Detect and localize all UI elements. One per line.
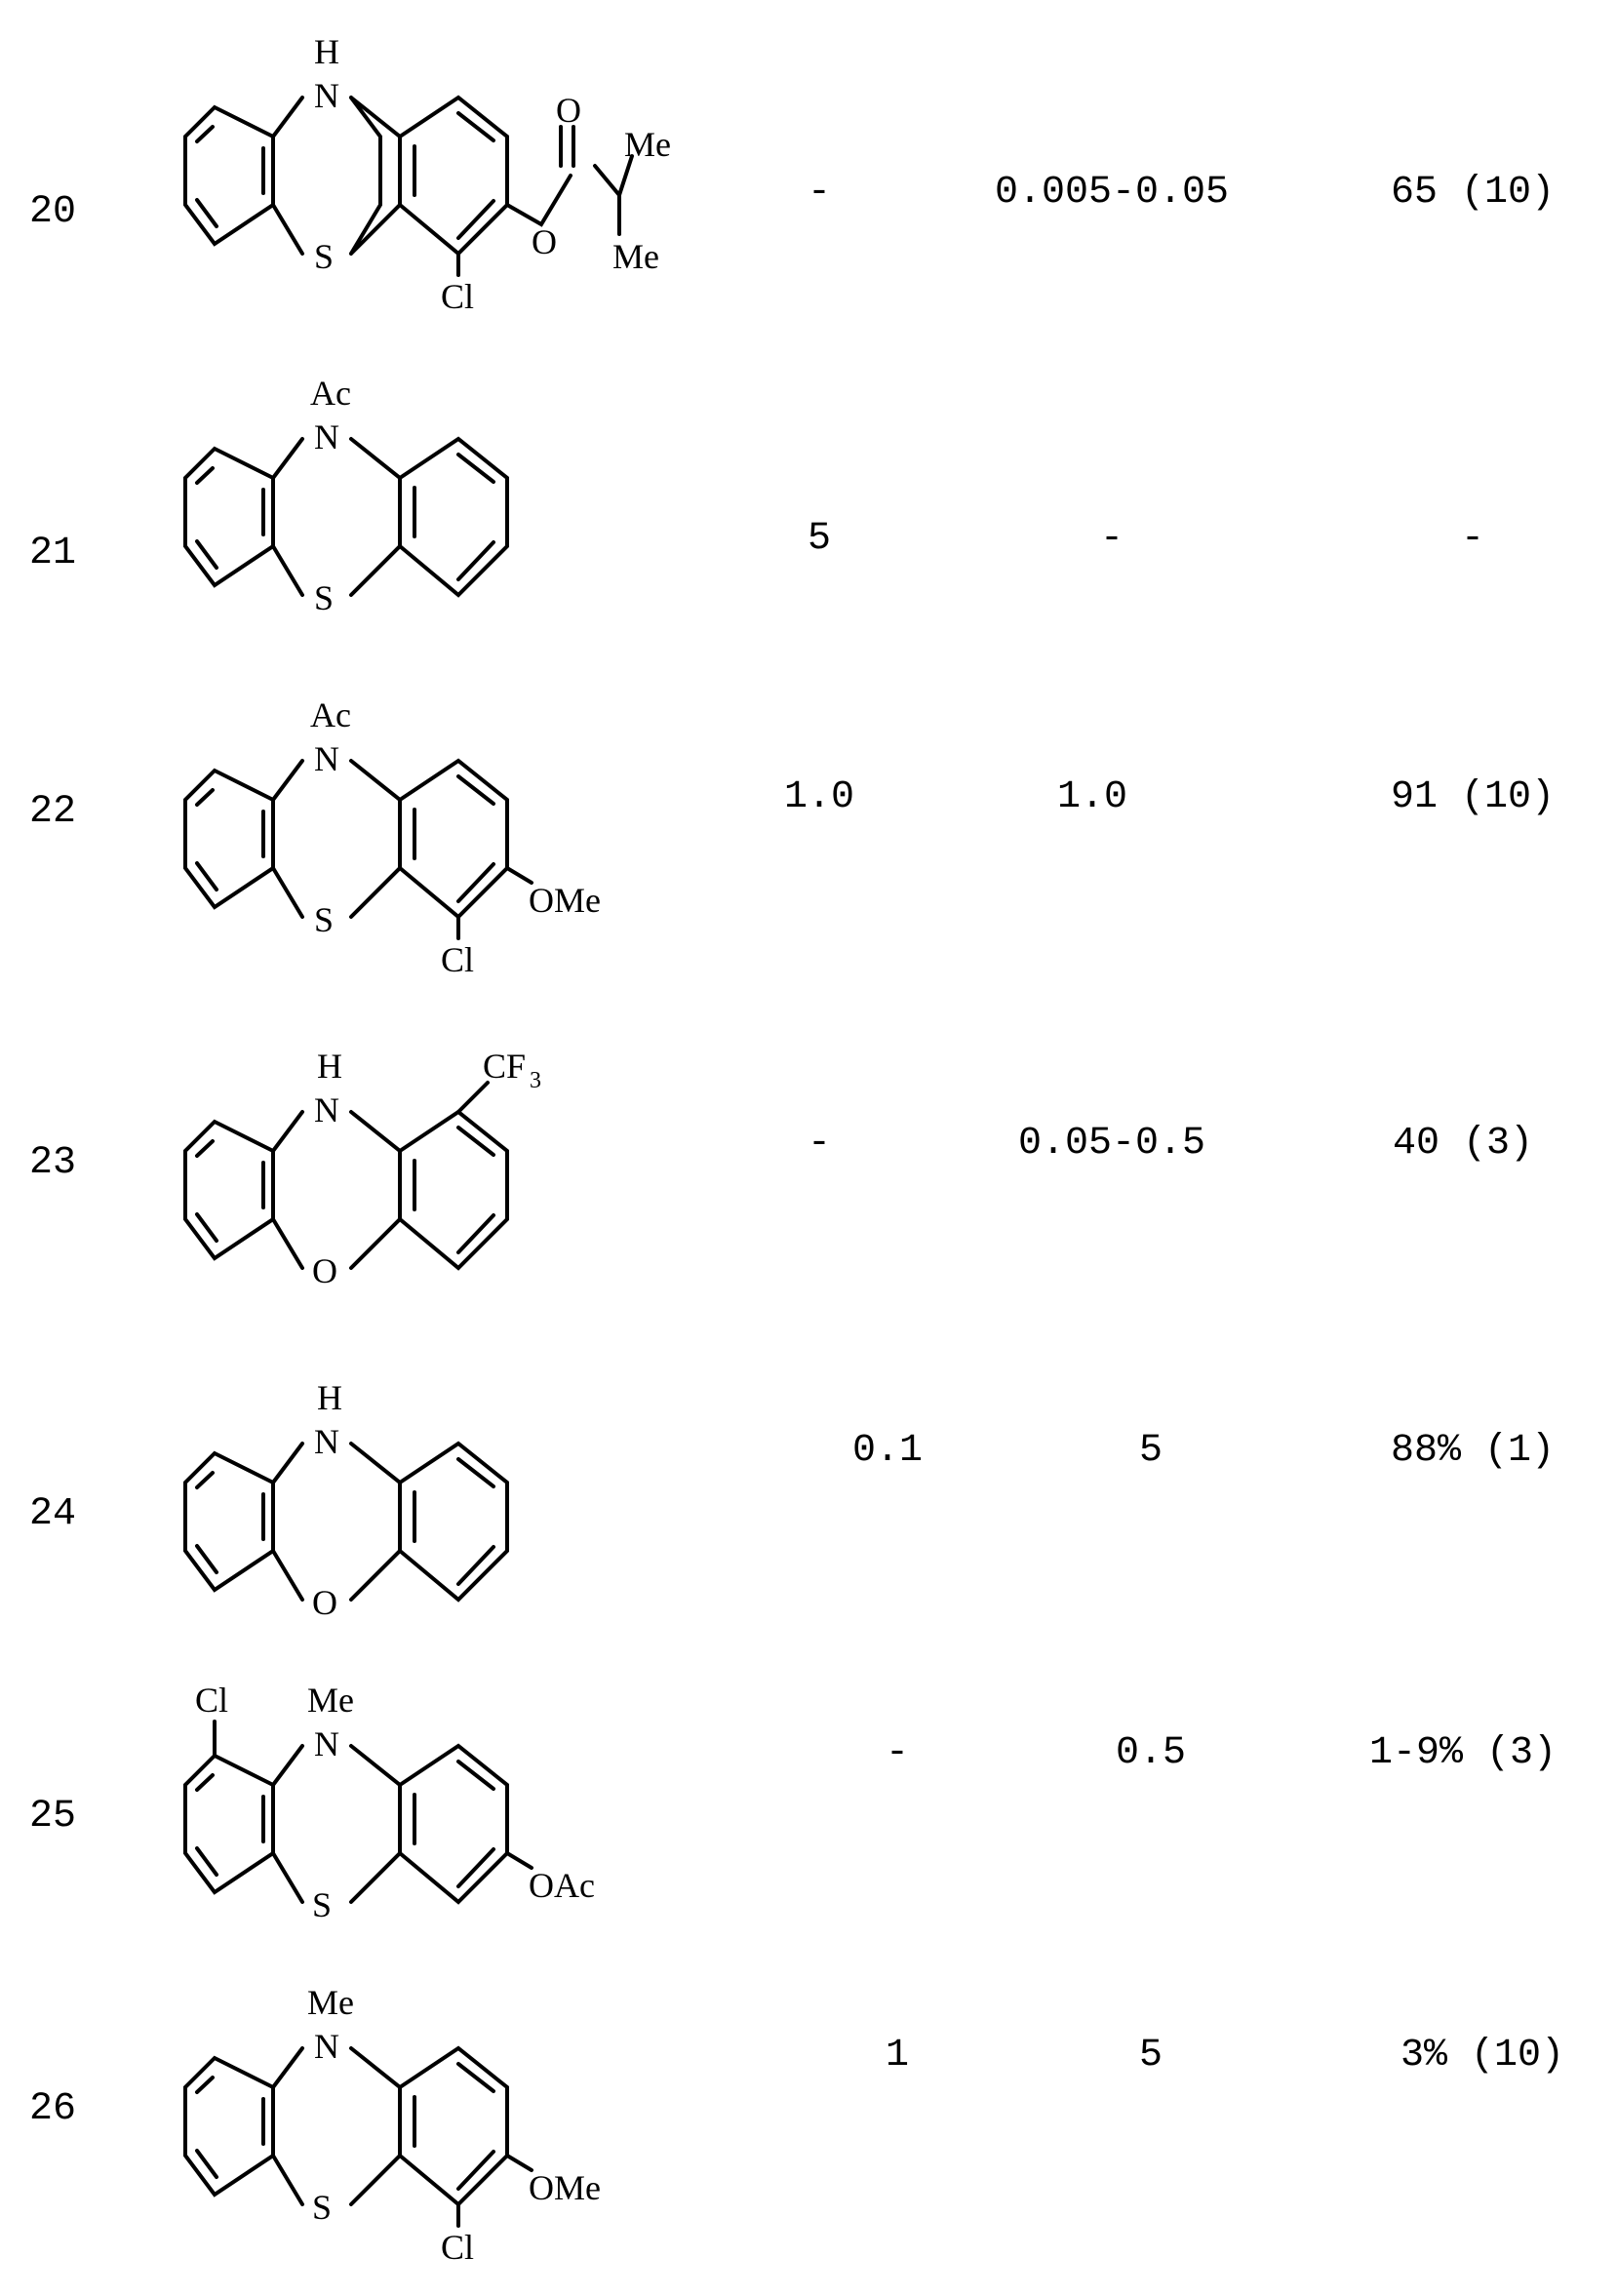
row-23-col1: - — [780, 1122, 858, 1166]
row-23-structure: N H O CF 3 — [166, 1034, 712, 1326]
ome-label: OMe — [529, 2168, 601, 2207]
oac-label: OAc — [529, 1866, 595, 1905]
row-20-col2: 0.005-0.05 — [951, 171, 1273, 215]
row-25-structure: N Me S Cl OAc — [166, 1668, 712, 1960]
ome-label: OMe — [529, 881, 601, 920]
row-26-structure: N Me S OMe Cl — [166, 1970, 712, 2263]
n-substituent: H — [317, 1378, 342, 1417]
bridge-atom: S — [314, 237, 334, 276]
n-substituent: Me — [307, 1983, 354, 2022]
row-20-col1: - — [780, 171, 858, 215]
n-atom: N — [314, 1422, 339, 1461]
bridge-atom: S — [314, 578, 334, 617]
row-22-col3: 91 (10) — [1356, 775, 1590, 819]
cl-label: Cl — [441, 940, 474, 979]
row-25-col3: 1-9% (3) — [1331, 1731, 1595, 1775]
n-atom: N — [314, 2027, 339, 2066]
row-21-col3: - — [1356, 517, 1590, 561]
row-22-number: 22 — [29, 790, 76, 834]
carbonyl-o-label: O — [556, 91, 581, 130]
row-26-number: 26 — [29, 2087, 76, 2131]
row-20-number: 20 — [29, 190, 76, 234]
n-atom: N — [314, 1724, 339, 1763]
row-22-structure: N Ac S OMe Cl — [166, 683, 712, 975]
row-25-number: 25 — [29, 1795, 76, 1839]
tricycle-ring — [185, 1444, 507, 1600]
n-substituent: Ac — [310, 374, 351, 413]
n-substituent: H — [314, 32, 339, 71]
n-atom: N — [314, 739, 339, 778]
tricycle-ring — [185, 98, 507, 254]
cl-label: Cl — [441, 2228, 474, 2267]
n-substituent: Ac — [310, 695, 351, 734]
row-26-col2: 5 — [1112, 2034, 1190, 2078]
row-25-col1: - — [858, 1731, 936, 1775]
row-23-col3: 40 (3) — [1346, 1122, 1580, 1166]
row-26-col3: 3% (10) — [1365, 2034, 1599, 2078]
cl-label: Cl — [441, 277, 474, 316]
row-21-number: 21 — [29, 532, 76, 575]
row-21-structure: N Ac S — [166, 361, 712, 653]
n-substituent: H — [317, 1047, 342, 1086]
row-24-col2: 5 — [1112, 1429, 1190, 1473]
row-25-col2: 0.5 — [1092, 1731, 1209, 1775]
cf3-subscript: 3 — [530, 1068, 541, 1093]
tricycle-ring — [185, 2048, 532, 2226]
tricycle-ring — [185, 761, 532, 938]
row-23-number: 23 — [29, 1141, 76, 1185]
bridge-atom: S — [312, 1885, 332, 1924]
row-22-col1: 1.0 — [761, 775, 878, 819]
n-atom: N — [314, 76, 339, 115]
row-22-col2: 1.0 — [1014, 775, 1170, 819]
bridge-atom: S — [312, 2188, 332, 2227]
row-24-structure: N H O — [166, 1366, 712, 1658]
tricycle-ring — [185, 439, 507, 595]
tricycle-ring — [185, 1083, 507, 1268]
n-substituent: Me — [307, 1681, 354, 1720]
o-label: O — [532, 222, 557, 261]
bridge-atom: S — [314, 900, 334, 939]
me-label-2: Me — [612, 237, 659, 276]
n-atom: N — [314, 1090, 339, 1129]
row-23-col2: 0.05-0.5 — [995, 1122, 1229, 1166]
row-24-number: 24 — [29, 1492, 76, 1536]
tricycle-ring — [185, 1722, 532, 1902]
row-21-col1: 5 — [780, 517, 858, 561]
row-26-col1: 1 — [858, 2034, 936, 2078]
row-24-col1: 0.1 — [829, 1429, 946, 1473]
bridge-atom: O — [312, 1583, 337, 1622]
me-label-1: Me — [624, 125, 671, 164]
n-atom: N — [314, 417, 339, 456]
row-21-col2: - — [951, 517, 1273, 561]
bridge-atom: O — [312, 1251, 337, 1290]
cl-label: Cl — [195, 1681, 228, 1720]
row-20-structure: N H S Cl O O Me Me — [166, 20, 712, 312]
row-24-col3: 88% (1) — [1356, 1429, 1590, 1473]
row-20-col3: 65 (10) — [1356, 171, 1590, 215]
cf3-label: CF — [483, 1047, 526, 1086]
